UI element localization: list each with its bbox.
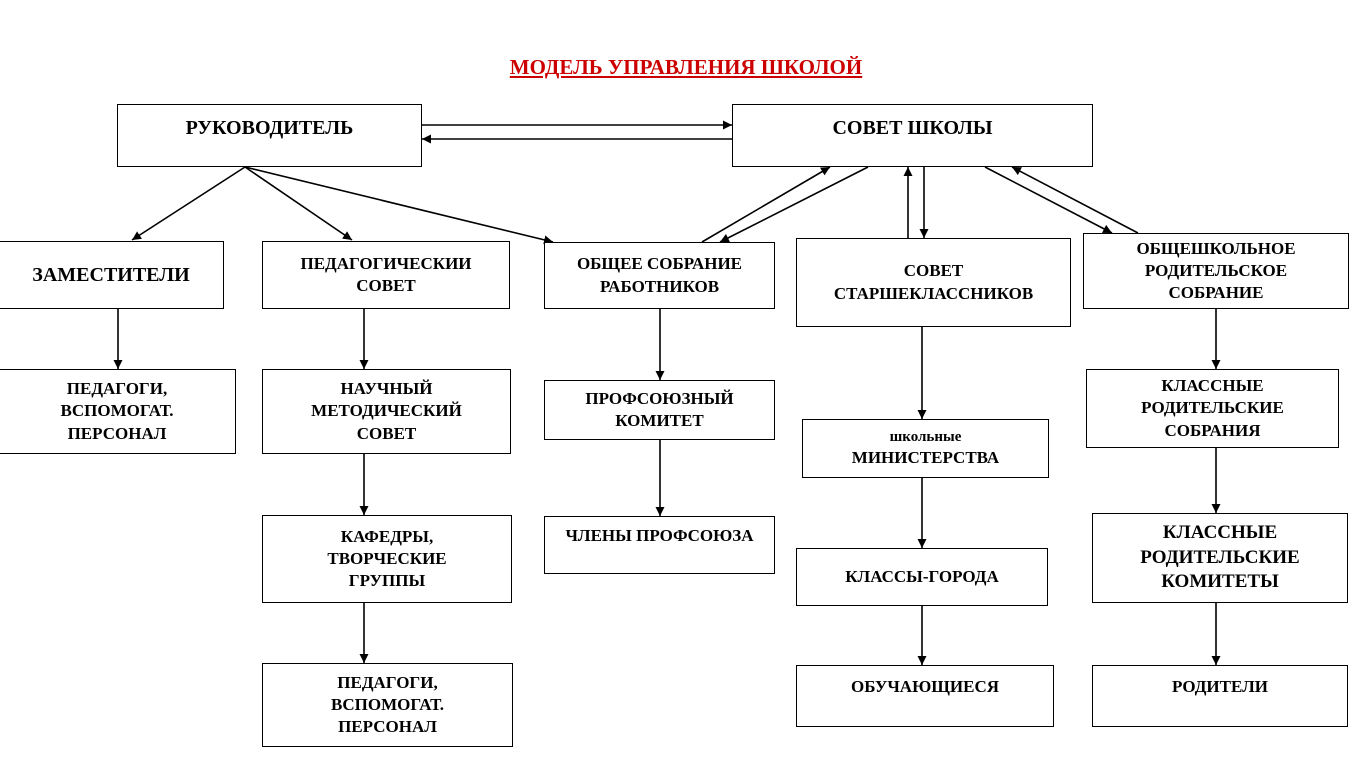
box-parents: РОДИТЕЛИ — [1092, 665, 1348, 727]
box-senior-council: СОВЕТ СТАРШЕКЛАССНИКОВ — [796, 238, 1071, 327]
box-head: РУКОВОДИТЕЛЬ — [117, 104, 422, 167]
arrow-staff-meeting-to-council — [701, 166, 831, 243]
box-departments: КАФЕДРЫ, ТВОРЧЕСКИЕ ГРУППЫ — [262, 515, 512, 603]
box-union-members: ЧЛЕНЫ ПРОФСОЮЗА — [544, 516, 775, 574]
box-class-parent-meetings: КЛАССНЫЕ РОДИТЕЛЬСКИЕ СОБРАНИЯ — [1086, 369, 1339, 448]
arrow-head-to-ped-council — [244, 166, 353, 241]
box-teachers-staff-1: ПЕДАГОГИ, ВСПОМОГАТ. ПЕРСОНАЛ — [0, 369, 236, 454]
box-class-parent-committees: КЛАССНЫЕ РОДИТЕЛЬСКИЕ КОМИТЕТЫ — [1092, 513, 1348, 603]
arrow-head-to-staff-meeting — [244, 166, 554, 245]
box-school-council: СОВЕТ ШКОЛЫ — [732, 104, 1093, 167]
box-teachers-staff-2: ПЕДАГОГИ, ВСПОМОГАТ. ПЕРСОНАЛ — [262, 663, 513, 747]
box-class-cities: КЛАССЫ-ГОРОДА — [796, 548, 1048, 606]
diagram-title: МОДЕЛЬ УПРАВЛЕНИЯ ШКОЛОЙ — [509, 55, 863, 79]
box-parent-meeting: ОБЩЕШКОЛЬНОЕ РОДИТЕЛЬСКОЕ СОБРАНИЕ — [1083, 233, 1349, 309]
arrow-council-to-parent-meeting — [984, 166, 1113, 234]
arrow-council-to-staff-meeting — [719, 166, 869, 243]
box-sci-method-council: НАУЧНЫЙ МЕТОДИЧЕСКИЙ СОВЕТ — [262, 369, 511, 454]
box-students: ОБУЧАЮЩИЕСЯ — [796, 665, 1054, 727]
box-union-committee: ПРОФСОЮЗНЫЙ КОМИТЕТ — [544, 380, 775, 440]
box-school-ministries: школьные МИНИСТЕРСТВА — [802, 419, 1049, 478]
arrow-parent-meeting-to-council — [1011, 166, 1139, 234]
box-pedagogical-council: ПЕДАГОГИЧЕСКИИ СОВЕТ — [262, 241, 510, 309]
box-deputies: ЗАМЕСТИТЕЛИ — [0, 241, 224, 309]
box-staff-meeting: ОБЩЕЕ СОБРАНИЕ РАБОТНИКОВ — [544, 242, 775, 309]
arrow-head-to-deputies — [131, 166, 246, 241]
